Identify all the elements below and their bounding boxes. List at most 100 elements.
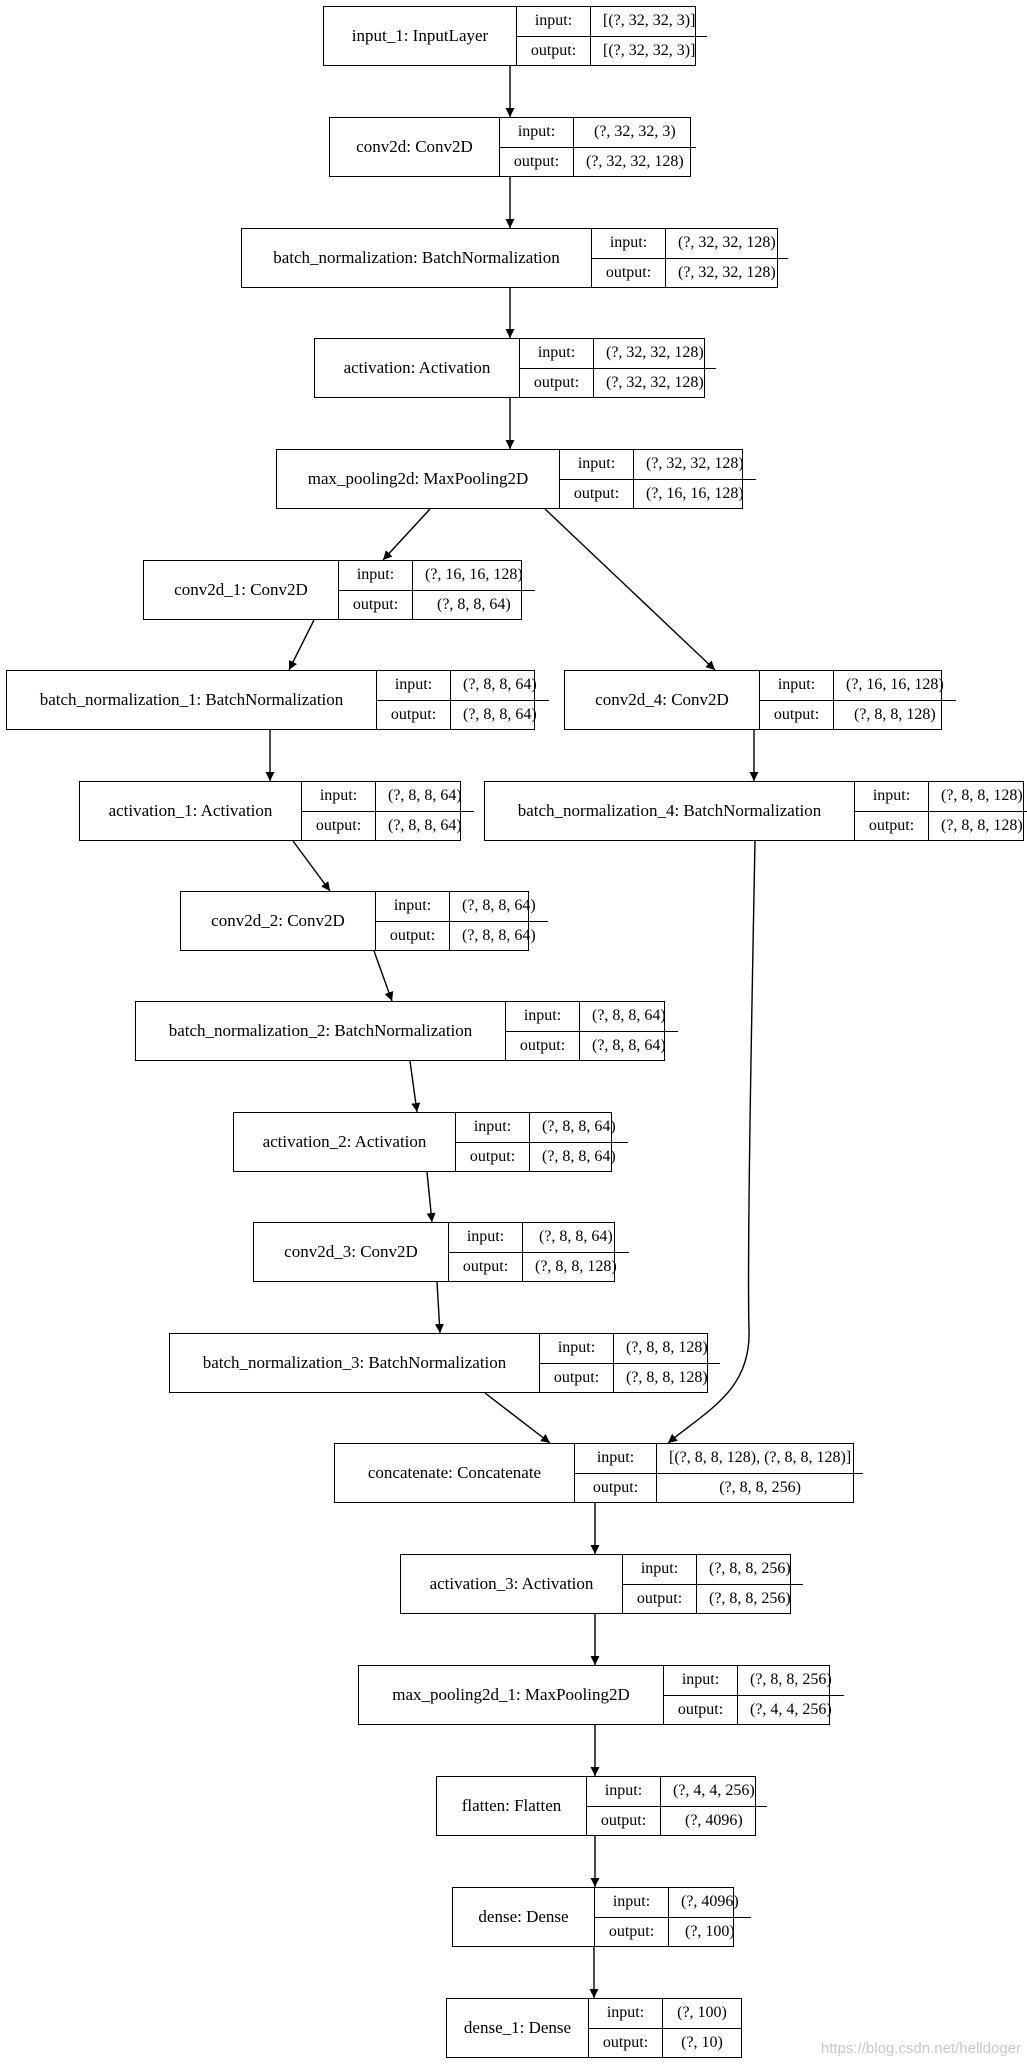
- output-label: output:: [636, 1589, 683, 1607]
- input-shape: (?, 32, 32, 3): [574, 118, 696, 148]
- output-shape: [(?, 32, 32, 3)]: [603, 41, 696, 59]
- output-shape: (?, 4, 4, 256): [750, 1700, 832, 1718]
- layer-name: batch_normalization_2: BatchNormalizatio…: [168, 1021, 473, 1040]
- layer-node: batch_normalization_1: BatchNormalizatio…: [6, 670, 549, 730]
- input-label: input:: [592, 229, 665, 259]
- edge-arrow: [292, 840, 331, 892]
- shape-values: (?, 4, 4, 256)(?, 4096): [660, 1777, 767, 1835]
- shape-values: (?, 32, 32, 128)(?, 16, 16, 128): [633, 450, 756, 508]
- input-shape: (?, 8, 8, 64): [450, 892, 548, 922]
- output-label: output:: [513, 152, 560, 170]
- output-shape: (?, 100): [685, 1922, 735, 1940]
- io-labels: input: output:: [448, 1223, 522, 1281]
- input-label: input:: [560, 450, 633, 480]
- layer-node: batch_normalization_4: BatchNormalizatio…: [484, 781, 1027, 841]
- layer-name: activation_1: Activation: [108, 801, 273, 820]
- io-labels: input: output:: [854, 782, 928, 840]
- layer-name: conv2d: Conv2D: [356, 137, 473, 156]
- shape-values: [(?, 32, 32, 3)][(?, 32, 32, 3)]: [590, 7, 708, 65]
- layer-name: concatenate: Concatenate: [367, 1463, 542, 1482]
- edge-arrow: [434, 1281, 444, 1334]
- layer-node: batch_normalization_3: BatchNormalizatio…: [169, 1333, 720, 1393]
- layer-name: dense_1: Dense: [463, 2018, 572, 2037]
- input-shape: (?, 4, 4, 256): [661, 1777, 767, 1807]
- output-label: output:: [677, 1700, 724, 1718]
- shape-values: (?, 8, 8, 128)(?, 8, 8, 128): [928, 782, 1027, 840]
- output-label: output:: [352, 595, 399, 613]
- layer-name: batch_normalization_1: BatchNormalizatio…: [39, 690, 344, 709]
- output-label: output:: [868, 816, 915, 834]
- output-label: output:: [592, 1478, 639, 1496]
- output-shape: (?, 8, 8, 256): [719, 1478, 801, 1496]
- input-label: input:: [595, 1888, 668, 1918]
- output-label: output:: [773, 705, 820, 723]
- layer-name: activation_2: Activation: [262, 1132, 427, 1151]
- io-labels: input:output:: [519, 339, 593, 397]
- input-label: input:: [376, 892, 449, 922]
- shape-values: (?, 32, 32, 128)(?, 32, 32, 128): [593, 339, 716, 397]
- layer-name: conv2d_3: Conv2D: [284, 1242, 418, 1261]
- input-label: input:: [855, 782, 928, 812]
- input-label: input:: [500, 118, 573, 148]
- edge-arrow: [667, 840, 756, 1444]
- layer-name: max_pooling2d: MaxPooling2D: [307, 469, 529, 488]
- input-label: input:: [517, 7, 590, 37]
- output-label: output:: [462, 1257, 509, 1275]
- shape-values: (?, 8, 8, 64)(?, 8, 8, 64): [450, 671, 549, 729]
- io-labels: input: output:: [338, 561, 412, 619]
- input-label: input:: [623, 1555, 696, 1585]
- input-shape: (?, 32, 32, 128): [594, 339, 716, 369]
- output-shape: (?, 8, 8, 64): [542, 1147, 616, 1165]
- output-label: output:: [389, 926, 436, 944]
- output-label: output:: [390, 705, 437, 723]
- layer-node: activation_2: Activation input:output: (?,…: [233, 1112, 628, 1172]
- input-label: input:: [540, 1334, 613, 1364]
- output-label: output:: [315, 816, 362, 834]
- input-label: input:: [339, 561, 412, 591]
- input-label: input:: [449, 1223, 522, 1253]
- io-labels: input:output:: [759, 671, 833, 729]
- edge-arrow: [544, 508, 716, 671]
- shape-values: (?, 100) (?, 10): [662, 1999, 741, 2057]
- output-shape: (?, 8, 8, 64): [437, 595, 511, 613]
- io-labels: input:output:: [455, 1113, 529, 1171]
- input-label: input:: [589, 1999, 662, 2029]
- layer-node: conv2d: Conv2D input: output: (?, 32, 32, 3…: [329, 117, 696, 177]
- input-shape: (?, 8, 8, 256): [738, 1666, 844, 1696]
- output-shape: (?, 8, 8, 64): [388, 816, 462, 834]
- input-shape: (?, 32, 32, 128): [666, 229, 788, 259]
- output-label: output:: [553, 1368, 600, 1386]
- output-shape: (?, 8, 8, 128): [854, 705, 936, 723]
- io-labels: input: output:: [505, 1002, 579, 1060]
- input-label: input:: [506, 1002, 579, 1032]
- layer-node: activation_1: Activation input: output: (?,…: [79, 781, 474, 841]
- output-label: output:: [533, 373, 580, 391]
- layer-name: batch_normalization_4: BatchNormalizatio…: [517, 801, 822, 820]
- io-labels: input: output:: [499, 118, 573, 176]
- output-label: output:: [600, 1811, 647, 1829]
- shape-values: (?, 32, 32, 128)(?, 32, 32, 128): [665, 229, 788, 287]
- layer-name: max_pooling2d_1: MaxPooling2D: [392, 1685, 630, 1704]
- io-labels: input: output:: [588, 1999, 662, 2057]
- shape-values: (?, 16, 16, 128)(?, 8, 8, 64): [412, 561, 535, 619]
- input-label: input:: [302, 782, 375, 812]
- shape-values: [(?, 8, 8, 128), (?, 8, 8, 128)](?, 8, 8…: [656, 1444, 864, 1502]
- output-shape: (?, 16, 16, 128): [646, 484, 744, 502]
- io-labels: input: output:: [375, 892, 449, 950]
- shape-values: (?, 8, 8, 64)(?, 8, 8, 64): [449, 892, 548, 950]
- layer-name: batch_normalization: BatchNormalization: [273, 248, 560, 267]
- output-shape: (?, 10): [681, 2033, 723, 2051]
- layer-name: conv2d_4: Conv2D: [595, 690, 729, 709]
- output-label: output:: [602, 2033, 649, 2051]
- input-label: input:: [456, 1113, 529, 1143]
- input-shape: (?, 100): [663, 1999, 741, 2029]
- io-labels: input:output:: [586, 1777, 660, 1835]
- input-label: input:: [575, 1444, 656, 1474]
- output-label: output:: [519, 1036, 566, 1054]
